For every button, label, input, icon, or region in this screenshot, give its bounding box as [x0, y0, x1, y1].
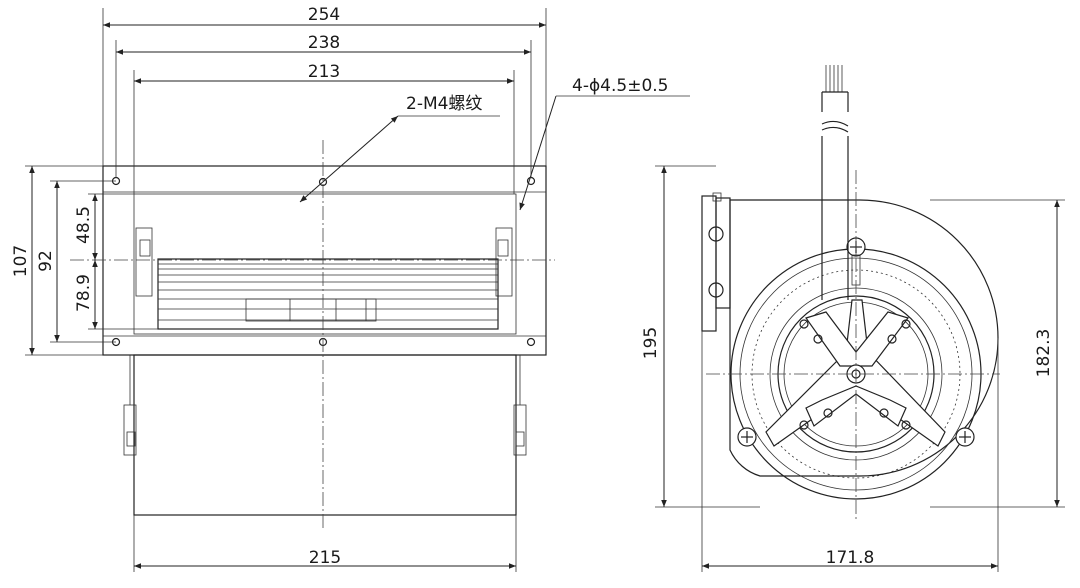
dim-238: 238 — [308, 33, 340, 53]
dim-213: 213 — [308, 62, 340, 82]
dim-48-5: 48.5 — [74, 206, 94, 244]
outlet-opening — [157, 258, 499, 330]
impeller-blades — [158, 263, 498, 322]
dim-182-3: 182.3 — [1034, 329, 1054, 378]
housing-body — [133, 354, 517, 516]
dim-78-9: 78.9 — [74, 274, 94, 312]
side-view: 195 182.3 171.8 — [641, 65, 1065, 572]
dim-195: 195 — [641, 327, 661, 359]
dim-171-8: 171.8 — [826, 548, 875, 568]
dim-254: 254 — [308, 5, 340, 25]
dim-215: 215 — [309, 548, 341, 568]
callout-thread: 2-M4螺纹 — [406, 94, 482, 114]
callout-mounting-holes: 4-ϕ4.5±0.5 — [572, 76, 668, 96]
scroll-housing — [729, 199, 999, 477]
thread-leader — [299, 115, 399, 203]
front-view: 254 238 213 215 107 92 48.5 78.9 2-M4螺纹 … — [11, 5, 690, 572]
power-cable — [821, 65, 861, 300]
dim-107: 107 — [11, 245, 31, 277]
dim-92: 92 — [36, 250, 56, 272]
